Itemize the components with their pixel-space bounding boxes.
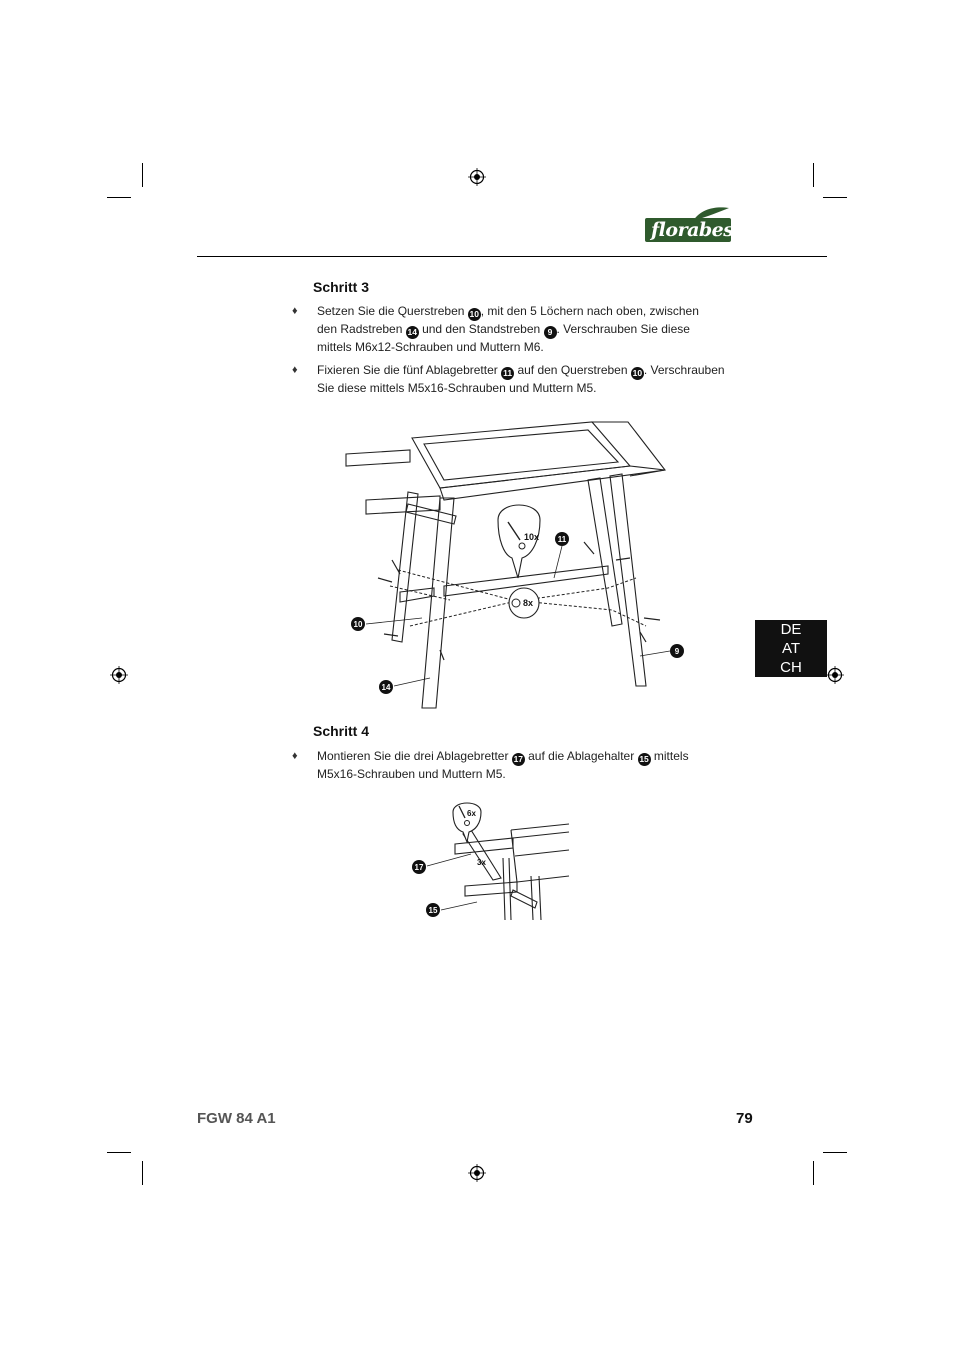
qty-screws-label: 6x	[467, 809, 476, 818]
language-de: DE	[780, 621, 802, 638]
callout-15: 15	[429, 906, 438, 915]
step4-bullet1-text: Montieren Sie die drei Ablagebretter 17 …	[317, 749, 689, 781]
logo-background	[645, 218, 731, 242]
step4-heading: Schritt 4	[313, 723, 370, 739]
header-rule	[197, 256, 827, 257]
bullet-symbol: ♦	[292, 364, 298, 376]
callout-9: 9	[675, 647, 680, 656]
crop-mark	[107, 1152, 131, 1153]
crop-mark	[142, 163, 143, 187]
registration-mark-icon	[468, 168, 486, 186]
leaf-icon	[693, 207, 729, 221]
bullet-symbol: ♦	[292, 750, 298, 762]
crop-mark	[107, 197, 131, 198]
florabest-logo: florabest	[645, 206, 742, 244]
crop-mark	[813, 163, 814, 187]
crop-mark	[823, 1152, 847, 1153]
part-number-badge: 11	[501, 367, 515, 380]
step3-assembly-figure: 10x 8x 11 10 14 9	[345, 421, 684, 709]
part-number-badge: 10	[467, 308, 481, 321]
language-at: AT	[781, 640, 801, 657]
footer-page-number: 79	[736, 1110, 753, 1127]
part-number-badge: 17	[511, 753, 525, 766]
language-tab: DE AT CH	[755, 620, 827, 677]
step3-bullet2-text: Fixieren Sie die fünf Ablagebretter 11 a…	[317, 363, 725, 395]
part-number-badge: 9	[543, 326, 557, 339]
callout-10: 10	[354, 620, 363, 629]
part-number-badge: 15	[637, 753, 651, 766]
callout-14: 14	[382, 683, 391, 692]
registration-mark-icon	[826, 666, 844, 684]
crop-mark	[142, 1161, 143, 1185]
callout-17: 17	[415, 863, 424, 872]
step4-assembly-figure: 6x 3x 17 15	[412, 802, 570, 921]
crop-mark	[813, 1161, 814, 1185]
crop-mark	[823, 197, 847, 198]
footer-model-number: FGW 84 A1	[197, 1110, 276, 1127]
language-ch: CH	[780, 659, 802, 676]
registration-mark-icon	[110, 666, 128, 684]
callout-11: 11	[558, 535, 567, 544]
qty-boards-label: 3x	[477, 858, 486, 867]
step3-heading: Schritt 3	[313, 279, 370, 295]
qty-screws-label: 10x	[524, 532, 539, 542]
part-number-badge: 10	[630, 367, 644, 380]
bullet-symbol: ♦	[292, 305, 298, 317]
part-number-badge: 14	[405, 326, 419, 339]
logo-text: florabest	[651, 219, 742, 241]
step3-bullet1-text: Setzen Sie die Querstreben 10, mit den 5…	[317, 304, 699, 354]
registration-mark-icon	[468, 1164, 486, 1182]
qty-nuts-label: 8x	[523, 598, 533, 608]
